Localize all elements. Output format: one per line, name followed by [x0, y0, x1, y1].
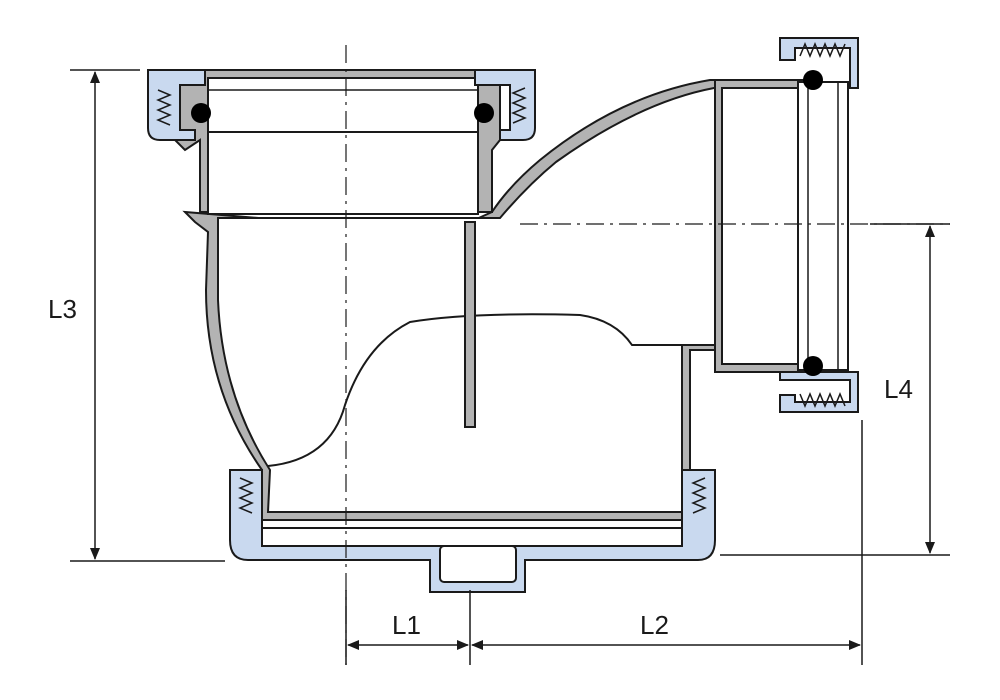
- water-seal-line: [267, 313, 682, 467]
- thread-inlet-left: [156, 89, 172, 126]
- dimension-lines: [70, 69, 950, 665]
- inlet-nut: [147, 69, 536, 141]
- l4-label: L4: [884, 374, 913, 404]
- oring-inlet-left: [191, 103, 211, 123]
- thread-cap-right: [691, 477, 707, 514]
- outlet-nut-bottom: [779, 371, 859, 413]
- thread-outlet-bottom: [799, 392, 846, 408]
- cleanout-cap: [229, 469, 716, 593]
- outlet-bore: [721, 87, 799, 365]
- baffle-wall: [464, 221, 476, 428]
- thread-cap-left: [238, 477, 254, 514]
- thread-outlet-top: [799, 42, 846, 58]
- inlet-nut-right: [474, 69, 536, 141]
- trap-body: [174, 69, 786, 521]
- l2-label: L2: [640, 610, 669, 640]
- oring-outlet-top: [803, 70, 823, 90]
- l3-label: L3: [48, 294, 77, 324]
- outlet-nut-top: [779, 37, 859, 89]
- center-lines: [345, 45, 950, 665]
- thread-inlet-right: [511, 87, 527, 124]
- oring-outlet-bottom: [803, 356, 823, 376]
- inlet-bore: [207, 77, 479, 215]
- oring-inlet-right: [474, 103, 494, 123]
- outlet-socket: [714, 79, 849, 373]
- cleanout-plug: [439, 545, 517, 583]
- outlet-insert: [797, 81, 849, 371]
- outlet-nut: [779, 37, 859, 413]
- l1-label: L1: [392, 610, 421, 640]
- cleanout-cap-inner: [261, 527, 683, 547]
